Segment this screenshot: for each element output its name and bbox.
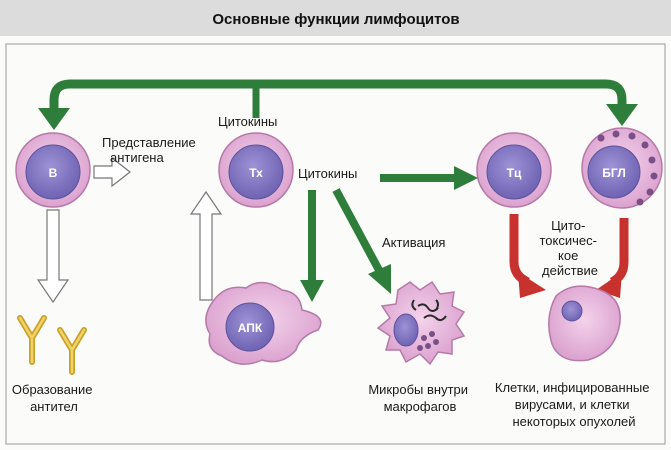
granule xyxy=(612,130,620,138)
tc-cell: Тц xyxy=(476,132,552,208)
lgl-cell: БГЛ xyxy=(581,127,663,209)
antibody-formation-label: Образование антител xyxy=(12,382,96,414)
granule xyxy=(648,156,656,164)
microbe xyxy=(435,299,439,311)
cytotoxic-arrow-from-lgl xyxy=(609,218,629,287)
infected-target-cell xyxy=(548,285,621,362)
cytokines-top-label: Цитокины xyxy=(218,114,277,129)
diagram-frame xyxy=(5,43,666,445)
microbe xyxy=(433,339,439,345)
cytotoxic-arrow-from-tc xyxy=(509,214,530,287)
microbe xyxy=(417,303,439,312)
apc-cell: АПК xyxy=(205,281,322,365)
infected-cells-label: Клетки, инфицированные вирусами, и клетк… xyxy=(495,380,653,429)
apc-cell-label: АПК xyxy=(238,321,263,335)
activation-arrowhead xyxy=(368,264,391,294)
microbes-label: Микробы внутри макрофагов xyxy=(368,382,471,414)
cytotoxic-arrowhead-left xyxy=(518,272,546,298)
b-cell: В xyxy=(15,132,91,208)
cytokines-top-bracket-arrow xyxy=(49,79,627,122)
macrophage-cell xyxy=(376,280,466,366)
granule xyxy=(636,198,644,206)
granule xyxy=(597,134,605,142)
microbe xyxy=(429,331,435,337)
microbe xyxy=(425,343,431,349)
microbe xyxy=(411,299,417,311)
antigen-presentation-arrow xyxy=(93,156,131,188)
granule xyxy=(628,132,636,140)
apc-to-th-arrow xyxy=(189,190,223,301)
microbe xyxy=(421,335,427,341)
activation-shaft xyxy=(332,188,384,274)
antibody-formation-arrow xyxy=(36,209,70,304)
antibody-icon xyxy=(57,327,87,375)
microbe xyxy=(417,345,423,351)
arrowhead-to-b xyxy=(38,108,70,130)
arrowhead-to-lgl xyxy=(606,104,638,126)
granule xyxy=(641,141,649,149)
th-cell: Тх xyxy=(218,132,294,208)
cytotoxic-label: Цито- токсичес- кое действие xyxy=(539,218,600,278)
cytokines-to-apc-arrowhead xyxy=(300,280,324,302)
tc-cell-label: Тц xyxy=(507,166,522,180)
diagram-title: Основные функции лимфоцитов xyxy=(212,11,459,28)
granule xyxy=(646,188,654,196)
th-cell-label: Тх xyxy=(249,166,263,180)
microbe xyxy=(423,314,447,322)
title-band xyxy=(0,0,671,36)
activation-label: Активация xyxy=(382,235,445,250)
cytokines-right-label: Цитокины xyxy=(298,166,357,181)
b-cell-label: В xyxy=(49,166,58,180)
granule xyxy=(650,172,658,180)
antibody-icon xyxy=(17,315,47,365)
cytokines-to-tc-arrowhead xyxy=(454,166,478,190)
antigen-presentation-label: Представление антигена xyxy=(102,135,199,165)
lgl-cell-label: БГЛ xyxy=(602,166,626,180)
